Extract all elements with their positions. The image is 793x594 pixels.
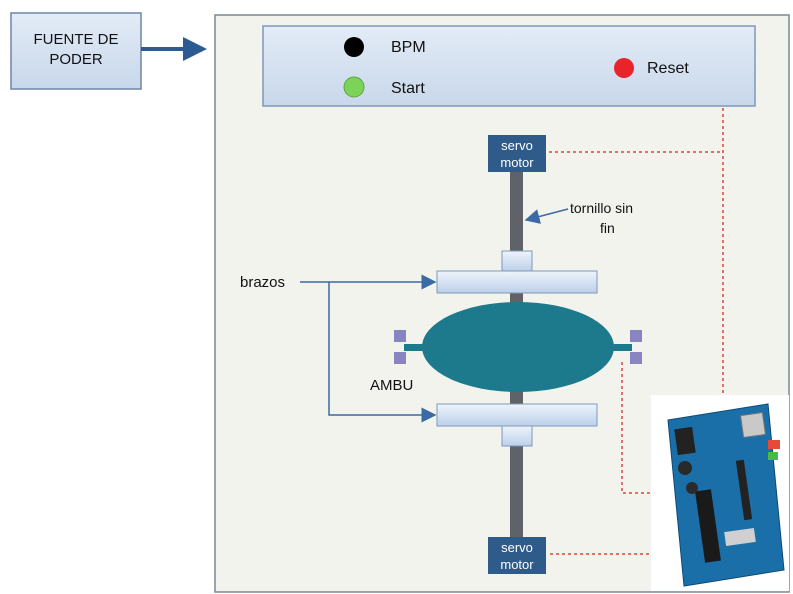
reset-label: Reset (647, 60, 689, 77)
bpm-label: BPM (391, 39, 426, 56)
servo-top-line2: motor (500, 155, 534, 170)
arms-label: brazos (240, 274, 285, 291)
left-clamp-top (394, 330, 406, 342)
servo-motor-top: servo motor (488, 135, 546, 172)
ambu-label: AMBU (370, 377, 413, 394)
servo-bottom-line1: servo (501, 540, 533, 555)
power-source-box: FUENTE DE PODER (10, 12, 142, 90)
right-clamp-bottom (630, 352, 642, 364)
lower-arm (436, 403, 598, 427)
start-button[interactable] (343, 76, 365, 98)
arms-pointer-arrows (300, 274, 437, 423)
screw-label-line2: fin (600, 220, 615, 236)
power-source-label-line1: FUENTE DE (33, 31, 118, 48)
arduino-board (651, 395, 789, 591)
bpm-button[interactable] (344, 37, 364, 57)
start-label: Start (391, 80, 425, 97)
signal-wires (549, 108, 724, 555)
upper-arm (436, 270, 598, 294)
servo-top-line1: servo (501, 138, 533, 153)
right-clamp-top (630, 330, 642, 342)
lead-screw-bottom (510, 445, 523, 540)
lower-nut (501, 425, 533, 447)
screw-label-line1: tornillo sin (570, 200, 633, 216)
ambu-bag (394, 302, 642, 392)
power-source-label-line2: PODER (49, 51, 103, 68)
upper-nut (501, 250, 533, 272)
screw-label-arrow (524, 208, 569, 224)
reset-button[interactable] (614, 58, 634, 78)
servo-bottom-line2: motor (500, 557, 534, 572)
lead-screw-top (510, 170, 523, 252)
control-panel: BPM Start Reset (262, 25, 756, 107)
servo-motor-bottom: servo motor (488, 537, 546, 574)
left-clamp-bottom (394, 352, 406, 364)
